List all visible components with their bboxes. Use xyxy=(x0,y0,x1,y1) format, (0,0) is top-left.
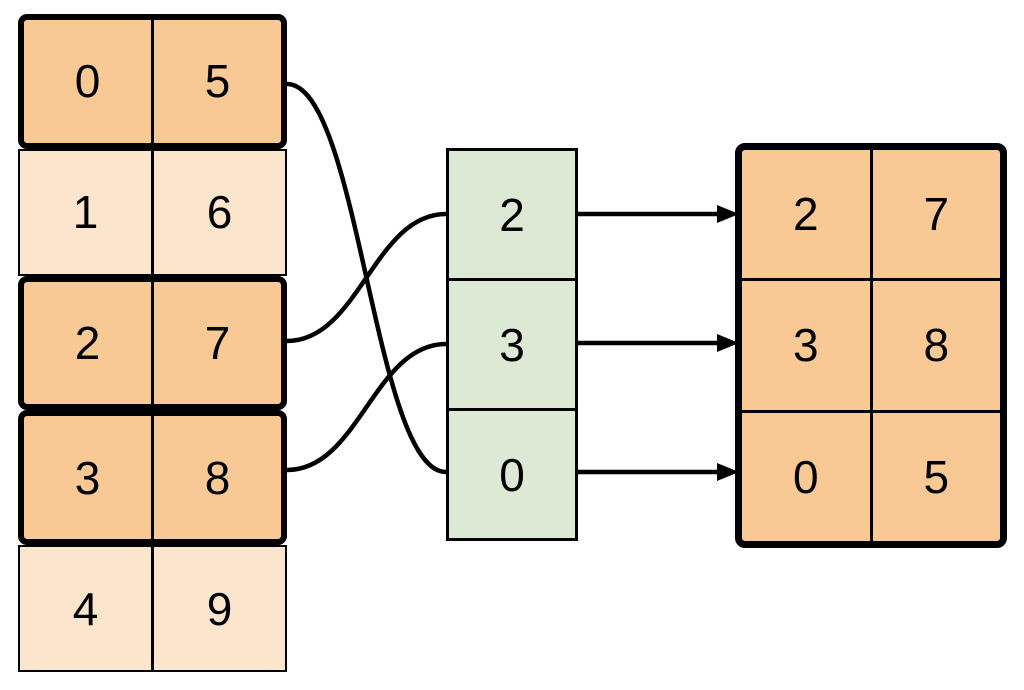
table-cell: 9 xyxy=(206,582,233,635)
source-row-2-selected: 2 7 xyxy=(18,275,287,411)
arrow-index-0-to-result-row2 xyxy=(578,463,739,481)
result-row-2: 0 5 xyxy=(742,412,1000,541)
arrowhead-icon xyxy=(717,463,739,481)
table-cell: 6 xyxy=(206,186,233,239)
table-cell: 1 xyxy=(20,150,154,274)
table-cell: 5 xyxy=(923,450,950,503)
table-cell: 2 xyxy=(24,281,154,405)
arrow-index-2-to-result-row0 xyxy=(578,205,739,223)
table-cell: 0 xyxy=(24,20,154,143)
result-row-0: 2 7 xyxy=(742,150,1000,282)
table-cell: 5 xyxy=(204,55,231,108)
index-cell: 0 xyxy=(499,448,525,501)
table-cell: 8 xyxy=(923,319,950,372)
result-table: 2 7 3 8 0 5 xyxy=(735,143,1007,548)
arrowhead-icon xyxy=(717,205,739,223)
table-cell: 7 xyxy=(923,188,950,241)
index-cell: 2 xyxy=(449,151,575,281)
result-row-1: 3 8 xyxy=(742,281,1000,413)
index-column: 2 3 0 xyxy=(446,148,578,541)
connector-source-row3-to-index-3 xyxy=(284,341,449,473)
source-row-4: 4 9 xyxy=(18,545,287,672)
connector-source-row2-to-index-2 xyxy=(284,211,449,344)
table-cell: 2 xyxy=(742,150,873,279)
table-cell: 4 xyxy=(20,547,154,670)
table-cell: 0 xyxy=(742,412,873,541)
source-row-1: 1 6 xyxy=(18,148,287,276)
table-cell: 8 xyxy=(204,451,231,504)
index-cell: 3 xyxy=(449,281,575,411)
table-cell: 3 xyxy=(742,281,873,410)
table-cell: 7 xyxy=(204,316,231,369)
table-cell: 3 xyxy=(24,416,154,540)
arrowhead-icon xyxy=(717,334,739,352)
source-row-0-selected: 0 5 xyxy=(18,14,287,149)
source-table: 0 5 1 6 2 7 3 8 4 9 xyxy=(18,14,287,672)
source-row-3-selected: 3 8 xyxy=(18,410,287,546)
arrow-index-3-to-result-row1 xyxy=(578,334,739,352)
